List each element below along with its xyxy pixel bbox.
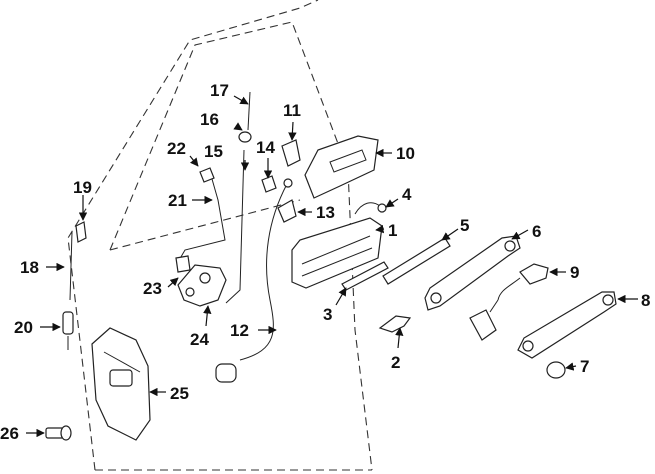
callout-14: 14 bbox=[256, 138, 275, 157]
leader-lines bbox=[26, 95, 638, 438]
part-26-bolt bbox=[45, 425, 72, 441]
part-inside-handle bbox=[304, 135, 379, 199]
part-outside-handle bbox=[424, 235, 521, 311]
callout-24: 24 bbox=[190, 330, 209, 349]
callout-13: 13 bbox=[316, 203, 335, 222]
callout-5: 5 bbox=[460, 216, 469, 235]
callout-12: 12 bbox=[230, 321, 249, 340]
callout-8: 8 bbox=[641, 291, 650, 310]
part-lock-rod bbox=[225, 91, 252, 304]
callout-15: 15 bbox=[204, 142, 223, 161]
callout-7: 7 bbox=[580, 357, 589, 376]
callout-23: 23 bbox=[143, 279, 162, 298]
callout-17: 17 bbox=[210, 81, 229, 100]
callout-20: 20 bbox=[14, 318, 33, 337]
callout-16: 16 bbox=[200, 110, 219, 129]
part-outside-handle-housing bbox=[291, 217, 383, 289]
callout-21: 21 bbox=[168, 191, 187, 210]
part-8-handle bbox=[517, 291, 617, 359]
callout-9: 9 bbox=[570, 263, 579, 282]
part-outer-rod bbox=[62, 221, 87, 350]
part-lock-bracket bbox=[177, 264, 227, 307]
door-outline bbox=[67, 0, 373, 471]
part-14 bbox=[261, 175, 277, 193]
part-2-lever bbox=[378, 315, 412, 333]
part-5-gasket bbox=[382, 237, 451, 285]
part-cable bbox=[215, 178, 293, 383]
callout-19: 19 bbox=[73, 178, 92, 197]
part-door-latch bbox=[91, 327, 151, 441]
callout-4: 4 bbox=[402, 185, 412, 204]
part-clip bbox=[281, 139, 301, 167]
callout-10: 10 bbox=[396, 144, 415, 163]
callout-labels: 1 2 3 4 5 6 7 8 9 10 11 12 13 14 15 16 1… bbox=[0, 81, 650, 443]
callout-6: 6 bbox=[532, 222, 541, 241]
callout-3: 3 bbox=[323, 305, 332, 324]
callout-25: 25 bbox=[170, 384, 189, 403]
callout-1: 1 bbox=[388, 221, 397, 240]
callout-22: 22 bbox=[167, 139, 186, 158]
callout-2: 2 bbox=[391, 353, 400, 372]
part-inside-rod bbox=[175, 167, 226, 273]
callout-11: 11 bbox=[283, 101, 301, 120]
part-4 bbox=[354, 202, 387, 215]
callout-26: 26 bbox=[0, 424, 19, 443]
part-7-plug bbox=[546, 361, 566, 379]
part-switch-harness bbox=[469, 263, 549, 341]
part-13 bbox=[277, 199, 297, 223]
callout-18: 18 bbox=[20, 258, 39, 277]
